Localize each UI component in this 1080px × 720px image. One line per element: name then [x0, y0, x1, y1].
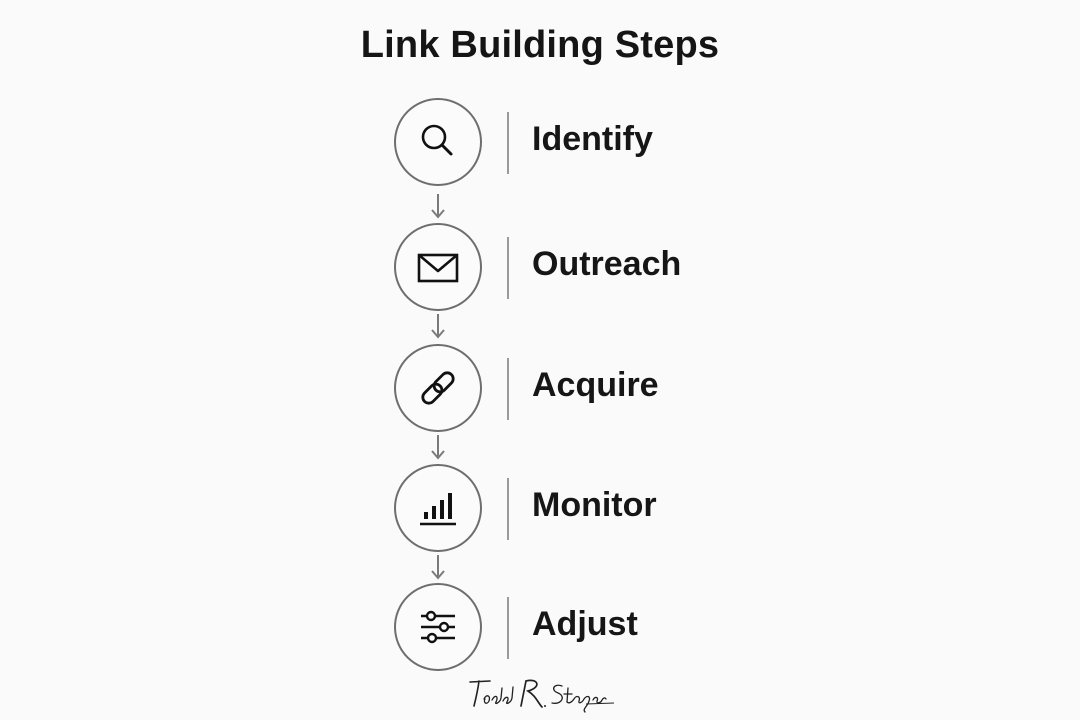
- step-outreach: Outreach: [394, 223, 794, 311]
- down-arrow-icon: [431, 314, 445, 339]
- magnifier-icon: [421, 124, 453, 156]
- step-monitor: Monitor: [394, 464, 794, 552]
- page-title: Link Building Steps: [360, 24, 720, 66]
- down-arrow-icon: [431, 435, 445, 460]
- step-divider: [507, 358, 509, 420]
- step-divider: [507, 237, 509, 299]
- step-icon-circle: [394, 464, 482, 552]
- step-icon-circle: [394, 344, 482, 432]
- step-divider: [507, 597, 509, 659]
- down-arrow-icon: [431, 555, 445, 580]
- step-identify: Identify: [394, 98, 794, 186]
- step-adjust: Adjust: [394, 583, 794, 671]
- envelope-icon: [417, 253, 459, 283]
- signature-graphic: [469, 679, 615, 713]
- step-divider: [507, 478, 509, 540]
- step-label: Acquire: [532, 366, 659, 404]
- bar-chart-icon: [420, 493, 456, 526]
- step-label: Adjust: [532, 605, 638, 643]
- step-icon-circle: [394, 583, 482, 671]
- step-divider: [507, 112, 509, 174]
- chain-link-icon: [421, 371, 455, 405]
- step-acquire: Acquire: [394, 344, 794, 432]
- down-arrow-icon: [431, 194, 445, 219]
- step-label: Outreach: [532, 245, 682, 283]
- step-icon-circle: [394, 98, 482, 186]
- step-label: Identify: [532, 120, 653, 158]
- step-label: Monitor: [532, 486, 657, 524]
- sliders-icon: [421, 610, 455, 644]
- step-icon-circle: [394, 223, 482, 311]
